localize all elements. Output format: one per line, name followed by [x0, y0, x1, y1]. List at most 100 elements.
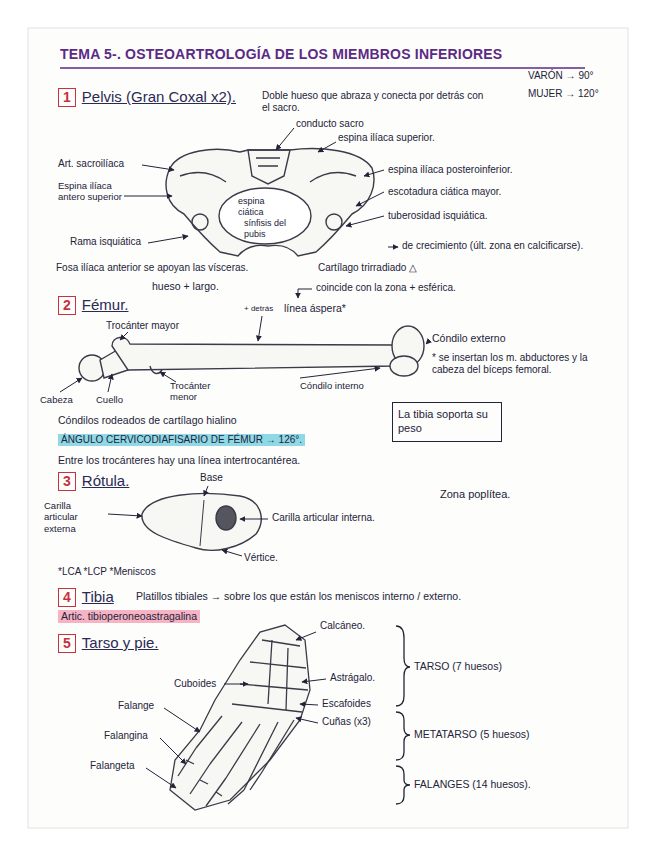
paper-sheet: [28, 28, 628, 828]
foot-leaders: [146, 632, 326, 788]
femur-drawing-part: [390, 356, 418, 376]
part-label: Espina ilíaca antero superior: [58, 180, 124, 203]
section-heading-group: 5Tarso y pie.: [58, 634, 159, 653]
pelvis-leaders-part: [356, 192, 384, 206]
femur-leaders-part: [108, 374, 112, 392]
title-underline: [60, 67, 585, 69]
patella-drawing-part: [142, 493, 261, 550]
part-label: Cuello: [96, 394, 123, 405]
pelvis-drawing-part: [219, 188, 311, 244]
note: Zona poplítea.: [440, 488, 510, 501]
curly-brace-part: [396, 626, 410, 706]
femur-leaders-part: [258, 316, 262, 341]
pelvis-leaders-part: [124, 196, 172, 197]
side-note: VARÓN → 90°: [528, 70, 594, 82]
section-title: Fémur.: [82, 296, 129, 313]
group-label: TARSO (7 huesos): [414, 660, 502, 673]
part-label: Rama isquiática: [70, 236, 141, 248]
part-label: Falangina: [104, 730, 148, 742]
part-label: Escafoides: [322, 698, 371, 710]
part-label: Falange: [118, 700, 154, 712]
note: Cóndilos rodeados de cartílago hialino: [58, 414, 237, 427]
side-note: MUJER → 120°: [528, 88, 599, 100]
part-label: Trocánter menor: [170, 380, 230, 403]
femur-drawing: [79, 326, 424, 381]
pelvis-drawing-part: [326, 214, 342, 230]
patella-drawing-part: [200, 500, 204, 546]
femur-leaders-part: [426, 340, 430, 344]
foot-drawing-part: [186, 760, 222, 796]
note: de crecimiento (últ. zona en calcificars…: [402, 240, 622, 252]
part-label: Cóndilo interno: [300, 380, 364, 391]
section-heading-group: 1 Pelvis (Gran Coxal x2).: [58, 88, 236, 107]
curly-brace-part: [396, 712, 410, 760]
section-number: 5: [58, 634, 76, 653]
foot-drawing: [170, 625, 310, 810]
section-title: Rótula.: [82, 472, 130, 489]
page-title: TEMA 5-. OSTEOARTROLOGÍA DE LOS MIEMBROS…: [60, 46, 502, 63]
pelvis-leaders-part: [388, 247, 398, 248]
patella-leaders-part: [222, 550, 242, 556]
part-label: Astrágalo.: [330, 672, 375, 684]
key-fact: ÁNGULO CERVICODIAFISARIO DE FÉMUR → 126°…: [58, 434, 305, 446]
section-number: 1: [58, 88, 76, 107]
part-label: línea áspera*: [284, 302, 346, 315]
foot-leaders-part: [296, 632, 316, 640]
foot-leaders-part: [146, 768, 176, 788]
patella-leaders-part: [240, 519, 268, 520]
foot-drawing-part: [196, 716, 294, 790]
part-label: Calcáneo.: [320, 620, 365, 632]
femur-leaders-part: [300, 368, 380, 378]
foot-leaders-part: [164, 708, 200, 732]
part-label: Cabeza: [40, 394, 73, 405]
note: * se insertan los m. abductores y la cab…: [432, 352, 612, 376]
section-title: Pelvis (Gran Coxal x2).: [82, 88, 236, 105]
foot-leaders-part: [296, 718, 318, 723]
patella-drawing-part: [216, 506, 236, 530]
part-label: Trocánter mayor: [106, 320, 179, 332]
femur-leaders-part: [298, 289, 312, 298]
section-number: 4: [58, 588, 76, 607]
part-label: Falangeta: [90, 760, 134, 772]
pelvis-leaders-part: [142, 165, 174, 170]
patella-drawing: [142, 493, 261, 550]
key-fact: Artic. tibioperoneoastragalina: [58, 610, 200, 623]
foot-drawing-part: [232, 640, 308, 712]
paper-sheet-part: [28, 28, 628, 828]
note: + detrás: [244, 304, 273, 314]
part-label: Vértice.: [244, 552, 278, 564]
pelvis-leaders-part: [318, 142, 336, 152]
section-heading-group: 4 Tibia: [58, 588, 114, 607]
note: *LCA *LCP *Meniscos: [58, 566, 156, 578]
part-label: Cóndilo externo: [432, 332, 506, 345]
note: coincide con la zona + esférica.: [316, 282, 456, 294]
section-number: 3: [58, 472, 76, 491]
pelvis-leaders-part: [148, 236, 188, 243]
group-label: METATARSO (5 huesos): [414, 728, 530, 741]
curly-brace: [396, 626, 410, 804]
part-label: espina ilíaca posteroinferior.: [388, 164, 513, 176]
part-label: Art. sacroilíaca: [58, 158, 124, 170]
femur-leaders-part: [60, 378, 82, 392]
foot-leaders-part: [160, 738, 186, 764]
pelvis-drawing-part: [192, 214, 208, 230]
foot-drawing-part: [268, 640, 288, 710]
patella-leaders-part: [108, 514, 142, 516]
definition-note: Doble hueso que abraza y conecta por det…: [262, 90, 492, 114]
foot-drawing-part: [178, 748, 262, 806]
pelvis-drawing-part: [256, 158, 280, 166]
part-label: Base: [200, 472, 223, 484]
foot-drawing-part: [170, 625, 310, 810]
note: hueso + largo.: [152, 280, 219, 293]
part-label: Cuñas (x3): [322, 716, 371, 728]
foot-leaders-part: [300, 704, 318, 705]
section-heading-group: 2Fémur.: [58, 296, 128, 315]
part-label: Carilla articular externa: [44, 500, 106, 534]
patella-leaders: [108, 486, 268, 556]
note: Entre los trocánteres hay una línea inte…: [58, 454, 300, 467]
section-title: Tibia: [82, 588, 114, 605]
part-label: espina ciática: [238, 196, 282, 218]
part-label: escotadura ciática mayor.: [388, 186, 501, 198]
patella-leaders-part: [204, 486, 208, 496]
